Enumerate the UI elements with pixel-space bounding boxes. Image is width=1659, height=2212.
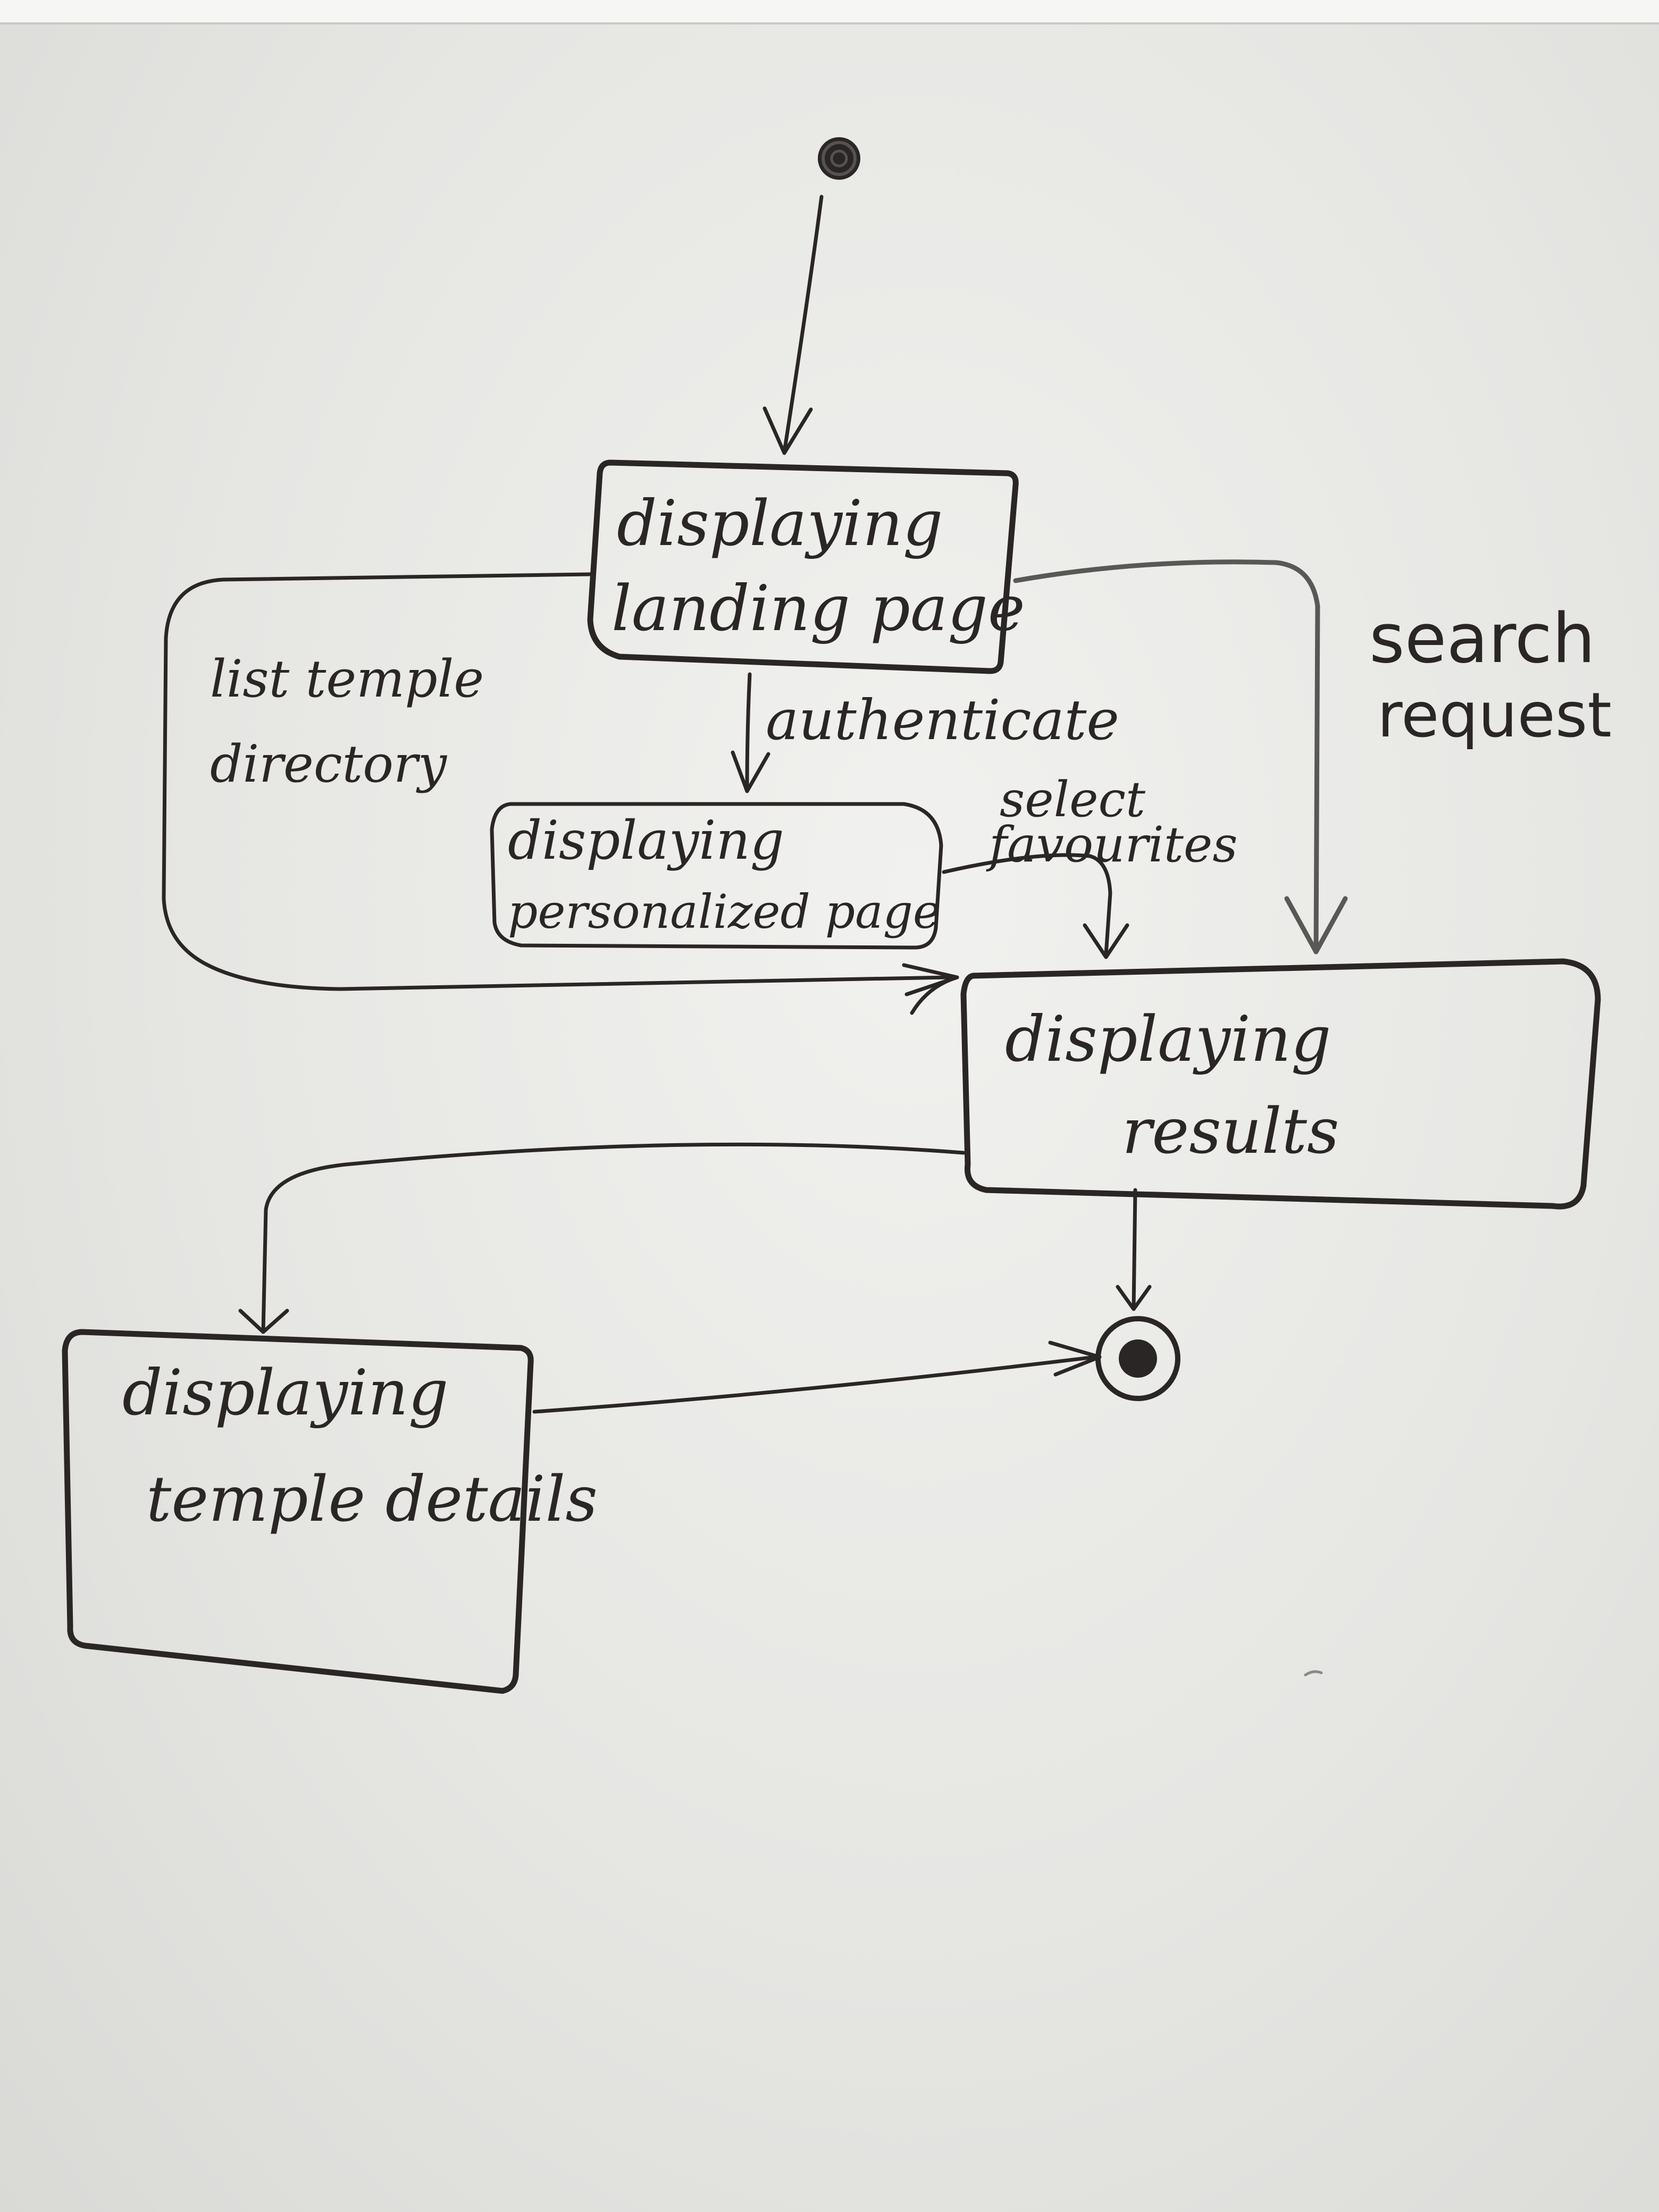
state-details-box: [62, 1329, 534, 1694]
state-details-label-line-2: temple details: [146, 1462, 598, 1536]
state-personalized-label-line-1: displaying: [508, 809, 784, 872]
transition-search-request-label-line-1: search: [1369, 599, 1595, 678]
state-landing-label-line-1: displaying: [617, 487, 943, 560]
state-results-label-line-2: results: [1122, 1094, 1339, 1168]
transition-select-favourites-label-line-1: select: [1000, 771, 1146, 828]
transition-authenticate-arrow: [731, 672, 770, 793]
state-results-label-line-1: displaying: [1005, 1002, 1331, 1076]
transition-select-favourites-arrow: [942, 853, 1129, 959]
transition-results-to-final-arrow: [1116, 1188, 1152, 1311]
transition-list-temple-directory-arrow: [162, 572, 959, 1015]
transition-search-request-label-line-2: request: [1377, 680, 1612, 751]
state-landing-label-line-2: landing page: [611, 572, 1025, 645]
transition-search-request-arrow: [1013, 559, 1348, 954]
initial-transition-arrow: [763, 195, 824, 455]
initial-node: [818, 137, 860, 180]
state-personalized-box: [490, 802, 943, 950]
state-personalized-label-line-2: personalized page: [508, 884, 941, 939]
notepad-edge: [0, 0, 1659, 24]
transition-list-temple-directory-label-line-1: list temple: [210, 649, 484, 709]
state-results-box: [960, 958, 1601, 1210]
state-details-label-line-1: displaying: [122, 1356, 448, 1429]
transition-details-to-final-arrow: [532, 1340, 1102, 1414]
transition-list-temple-directory-label-line-2: directory: [210, 734, 448, 794]
final-node: [1095, 1316, 1180, 1401]
marker-smudge: [1304, 1670, 1323, 1677]
transition-select-favourites-label-line-2: favourites: [986, 816, 1238, 873]
transition-authenticate-label: authenticate: [766, 688, 1119, 752]
transition-results-to-details-arrow: [238, 1142, 966, 1334]
state-landing-box: [587, 459, 1019, 674]
